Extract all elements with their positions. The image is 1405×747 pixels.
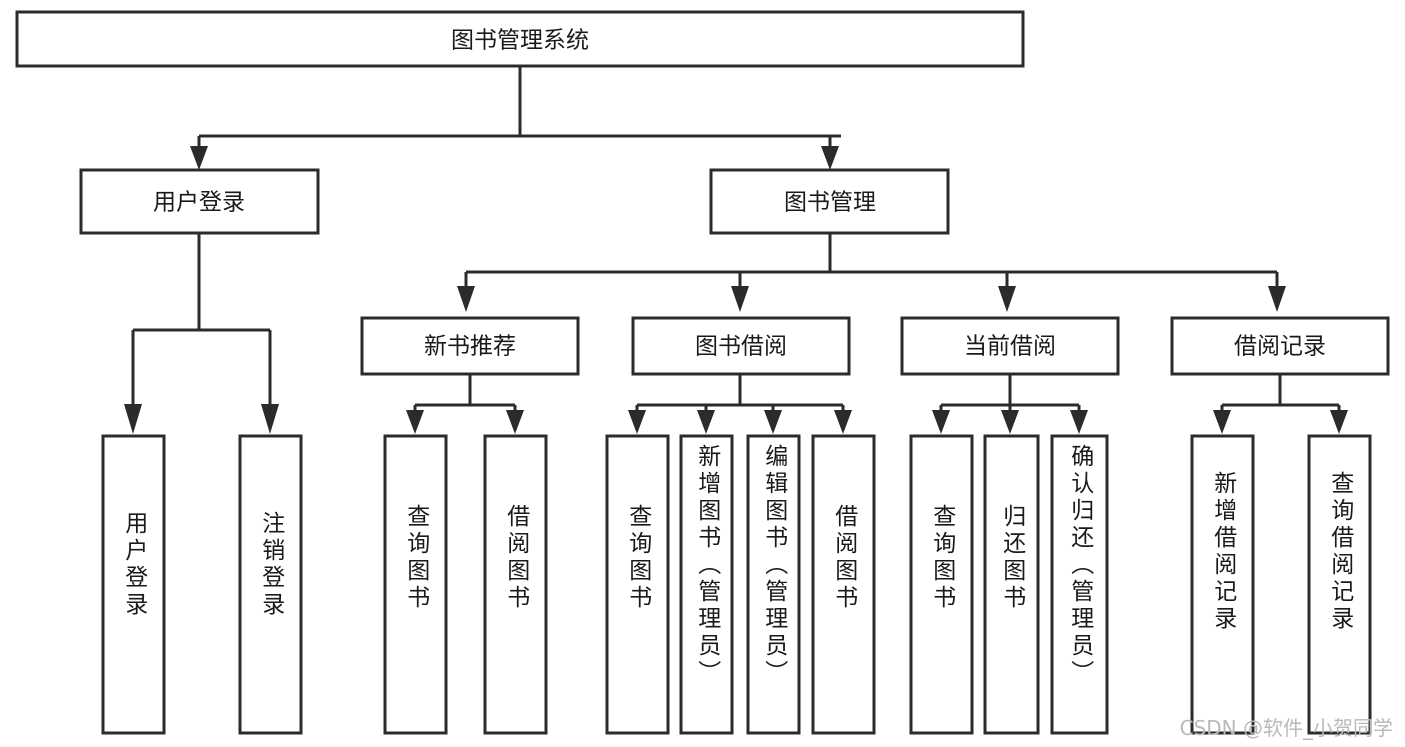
leaf-box-borrow-book-new[interactable] xyxy=(483,434,548,735)
node-book-borrow-label: 图书借阅 xyxy=(695,334,787,360)
connector-current-to-leaves xyxy=(932,374,1088,434)
node-current-borrow-label: 当前借阅 xyxy=(964,334,1056,360)
connector-newbooks-to-leaves xyxy=(406,374,524,434)
node-user-login-label: 用户登录 xyxy=(153,190,245,216)
node-root[interactable]: 图书管理系统 xyxy=(15,10,1025,68)
leaf-box-user-login[interactable] xyxy=(101,434,166,735)
leaf-box-logout[interactable] xyxy=(238,434,303,735)
leaf-box-query-borrow-record[interactable] xyxy=(1307,434,1372,735)
node-root-label: 图书管理系统 xyxy=(451,28,589,54)
node-user-login[interactable]: 用户登录 xyxy=(79,168,320,235)
leaf-box-confirm-return-admin[interactable] xyxy=(1050,434,1109,735)
leaf-box-return-book[interactable] xyxy=(983,434,1040,735)
connector-records-to-leaves xyxy=(1213,374,1348,434)
node-borrow-records-label: 借阅记录 xyxy=(1234,334,1326,360)
connector-borrow-to-leaves xyxy=(628,374,852,434)
connector-root-to-level2 xyxy=(190,66,841,170)
leaf-box-borrow-book[interactable] xyxy=(811,434,876,735)
node-current-borrow[interactable]: 当前借阅 xyxy=(900,316,1120,376)
connector-books-to-level3 xyxy=(457,233,1286,312)
leaf-box-edit-book-admin[interactable] xyxy=(746,434,801,735)
leaf-box-query-book-current[interactable] xyxy=(909,434,974,735)
node-book-borrow[interactable]: 图书借阅 xyxy=(631,316,851,376)
node-new-book-recommend-label: 新书推荐 xyxy=(424,334,516,360)
node-book-management[interactable]: 图书管理 xyxy=(709,168,950,235)
leaf-box-add-borrow-record[interactable] xyxy=(1190,434,1255,735)
node-new-book-recommend[interactable]: 新书推荐 xyxy=(360,316,580,376)
leaf-box-query-book-borrow[interactable] xyxy=(605,434,670,735)
leaf-box-query-book-new[interactable] xyxy=(383,434,448,735)
node-book-management-label: 图书管理 xyxy=(784,190,876,216)
connector-login-to-leaves xyxy=(124,233,279,434)
leaf-box-add-book-admin[interactable] xyxy=(679,434,734,735)
node-borrow-records[interactable]: 借阅记录 xyxy=(1170,316,1390,376)
